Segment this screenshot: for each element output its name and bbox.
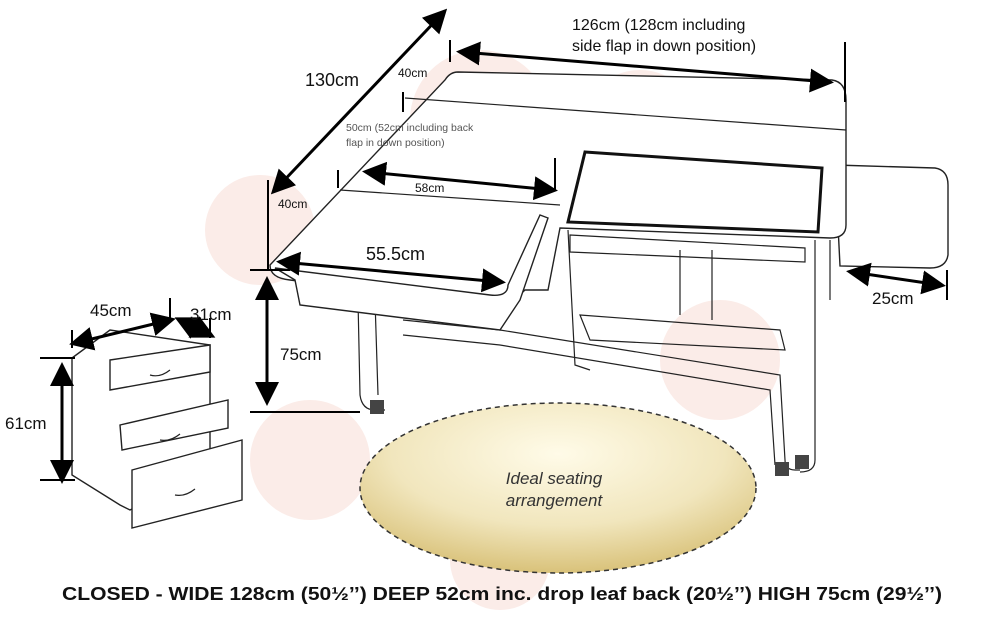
table-height-label: 75cm	[280, 345, 322, 364]
top-depth-label-line2: flap in down position)	[346, 137, 445, 149]
seating-label-line2: arrangement	[506, 491, 604, 510]
side-flap-width-label: 25cm	[872, 289, 914, 308]
caption: CLOSED - WIDE 128cm (50½’’) DEEP 52cm in…	[62, 584, 942, 604]
inner-width-label: 58cm	[415, 181, 444, 195]
drawer-unit	[71, 329, 243, 529]
drawer-height-label: 61cm	[5, 414, 47, 433]
machine-opening	[566, 150, 824, 234]
dimension-lines	[40, 8, 948, 484]
side-flap	[834, 164, 949, 269]
top-depth-label-line1: 50cm (52cm including back	[346, 122, 474, 134]
front-flap-depth-label: 40cm	[278, 197, 307, 211]
drawer-depth-label: 31cm	[190, 305, 232, 324]
seating-area	[359, 402, 757, 574]
drawer-width-label: 45cm	[90, 301, 132, 320]
back-flap-label: 40cm	[398, 66, 427, 80]
front-flap	[274, 214, 549, 331]
depth-total-label: 130cm	[305, 70, 359, 90]
front-flap-width-label: 55.5cm	[366, 244, 425, 264]
width-label-line1: 126cm (128cm including	[572, 17, 745, 34]
table-frame	[357, 229, 831, 476]
width-label-line2: side flap in down position)	[572, 38, 756, 55]
seating-label-line1: Ideal seating	[506, 469, 603, 488]
